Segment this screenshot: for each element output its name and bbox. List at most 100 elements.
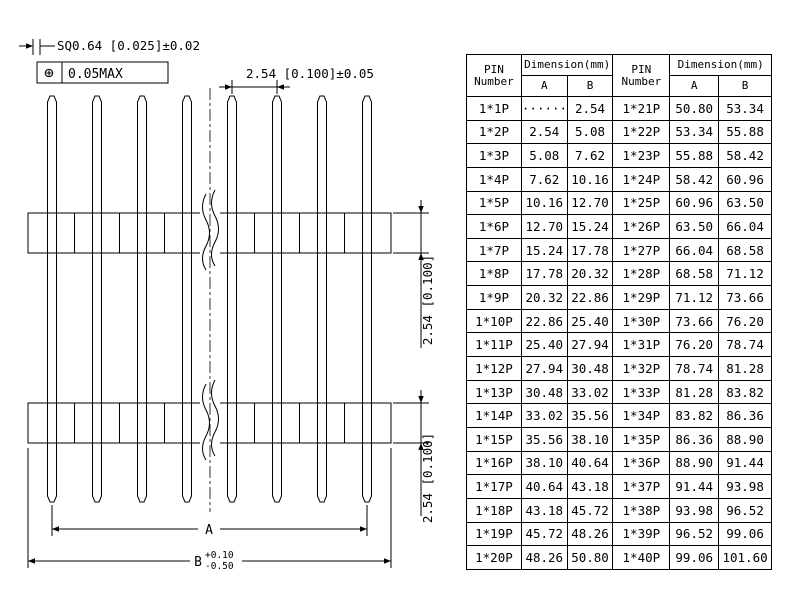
table-header-row-1: PIN Number Dimension(mm) PIN Number Dime… — [466, 54, 772, 97]
pin-number-cell: 1*40P — [612, 545, 671, 570]
pin-header-line: PIN — [484, 62, 504, 76]
pitch-dimension-label: 2.54 [0.100]±0.05 — [246, 66, 374, 81]
pin-1 — [47, 95, 57, 503]
dim-b-cell: 99.06 — [718, 521, 772, 547]
pin-number-cell: 1*33P — [612, 379, 671, 405]
dim-a-cell: 55.88 — [669, 143, 720, 168]
dimension-table: PIN Number Dimension(mm) PIN Number Dime… — [466, 54, 772, 570]
pin-header-line: Number — [621, 74, 662, 88]
dim-a-cell: 48.26 — [520, 545, 568, 570]
pin-number-cell: 1*38P — [612, 497, 671, 523]
dim-b-cell: 73.66 — [718, 285, 772, 310]
dim-a-cell: 20.32 — [520, 285, 568, 310]
pin-4 — [182, 95, 192, 503]
pin-number-cell: 1*4P — [466, 166, 522, 192]
pitch-dimension: 2.54 [0.100]±0.05 — [219, 66, 374, 94]
pin-number-cell: 1*27P — [612, 237, 671, 263]
dim-b-cell: 22.86 — [566, 285, 614, 310]
dim-a-cell: 53.34 — [669, 119, 720, 145]
dim-b-cell: 45.72 — [566, 497, 614, 523]
break-symbols — [200, 189, 220, 461]
dim-a-cell: 93.98 — [669, 497, 720, 523]
dim-a-cell: 68.58 — [669, 261, 720, 287]
dim-a-cell: 83.82 — [669, 403, 720, 428]
dim-a-cell: 63.50 — [669, 214, 720, 239]
dim-b-cell: 68.58 — [718, 237, 772, 263]
dim-b-cell: 81.28 — [718, 356, 772, 381]
dim-b-cell: 63.50 — [718, 190, 772, 216]
arrowhead — [52, 526, 59, 532]
pin-number-cell: 1*6P — [466, 214, 522, 239]
dim-a-cell: 91.44 — [669, 474, 720, 499]
dim-b-cell: 40.64 — [566, 450, 614, 476]
dim-b-cell: 27.94 — [566, 332, 614, 358]
arrowhead — [26, 43, 33, 49]
pin-number-cell: 1*13P — [466, 379, 522, 405]
pin-number-cell: 1*3P — [466, 143, 522, 168]
col-b-header: B — [566, 75, 614, 97]
dim-a-cell: 25.40 — [520, 332, 568, 358]
lower-row-pitch-dimension: 2.54 [0.100] — [393, 390, 435, 523]
dim-b-cell: 25.40 — [566, 308, 614, 334]
dimension-b: B +0.10 -0.50 — [27, 448, 392, 572]
arrowhead — [418, 443, 424, 450]
arrowhead — [418, 253, 424, 260]
dim-b-cell: 101.60 — [718, 545, 772, 570]
dim-b-cell: 7.62 — [566, 143, 614, 168]
pin-header-line: Number — [474, 74, 514, 88]
pin-number-cell: 1*25P — [612, 190, 671, 216]
dimension-header: Dimension(mm) — [669, 54, 772, 76]
pin-number-cell: 1*20P — [466, 545, 522, 570]
pin-header-line: PIN — [631, 62, 652, 76]
pin-number-cell: 1*11P — [466, 332, 522, 358]
upper-break-squiggle-1 — [202, 193, 210, 271]
dim-b-cell: 83.82 — [718, 379, 772, 405]
pin-number-cell: 1*2P — [466, 119, 522, 145]
dim-b-cell: 35.56 — [566, 403, 614, 428]
dimension-b-plus-tolerance: +0.10 — [205, 550, 234, 561]
dimension-a: A — [51, 505, 368, 538]
pin-number-cell: 1*29P — [612, 285, 671, 310]
arrowhead — [360, 526, 367, 532]
dim-b-cell: 71.12 — [718, 261, 772, 287]
arrowhead — [28, 558, 35, 564]
pin-number-cell: 1*26P — [612, 214, 671, 239]
lower-break-squiggle-2 — [211, 379, 219, 457]
dim-b-cell: 12.70 — [566, 190, 614, 216]
position-tolerance-frame: ⊕ 0.05MAX — [36, 61, 169, 84]
dim-a-cell: 40.64 — [520, 474, 568, 499]
dim-a-cell: 60.96 — [669, 190, 720, 216]
dim-a-cell: 73.66 — [669, 308, 720, 334]
dim-b-cell: 66.04 — [718, 214, 772, 239]
pin-number-cell: 1*1P — [466, 96, 522, 121]
col-a-header: A — [520, 75, 568, 97]
pin-number-cell: 1*32P — [612, 356, 671, 381]
dim-a-cell: 27.94 — [520, 356, 568, 381]
dim-b-cell: 33.02 — [566, 379, 614, 405]
pin-number-cell: 1*22P — [612, 119, 671, 145]
pin-number-cell: 1*28P — [612, 261, 671, 287]
dim-a-cell: 76.20 — [669, 332, 720, 358]
dim-b-cell: 58.42 — [718, 143, 772, 168]
pin-5 — [227, 95, 237, 503]
pin-number-cell: 1*24P — [612, 166, 671, 192]
dim-b-cell: 30.48 — [566, 356, 614, 381]
upper-band-cell-dividers — [74, 213, 345, 253]
dim-b-cell: 17.78 — [566, 237, 614, 263]
dim-a-cell: 71.12 — [669, 285, 720, 310]
pin-number-cell: 1*30P — [612, 308, 671, 334]
pin-header-technical-drawing: SQ0.64 [0.025]±0.02 ⊕ 0.05MAX 2.54 [0.10… — [19, 38, 435, 572]
